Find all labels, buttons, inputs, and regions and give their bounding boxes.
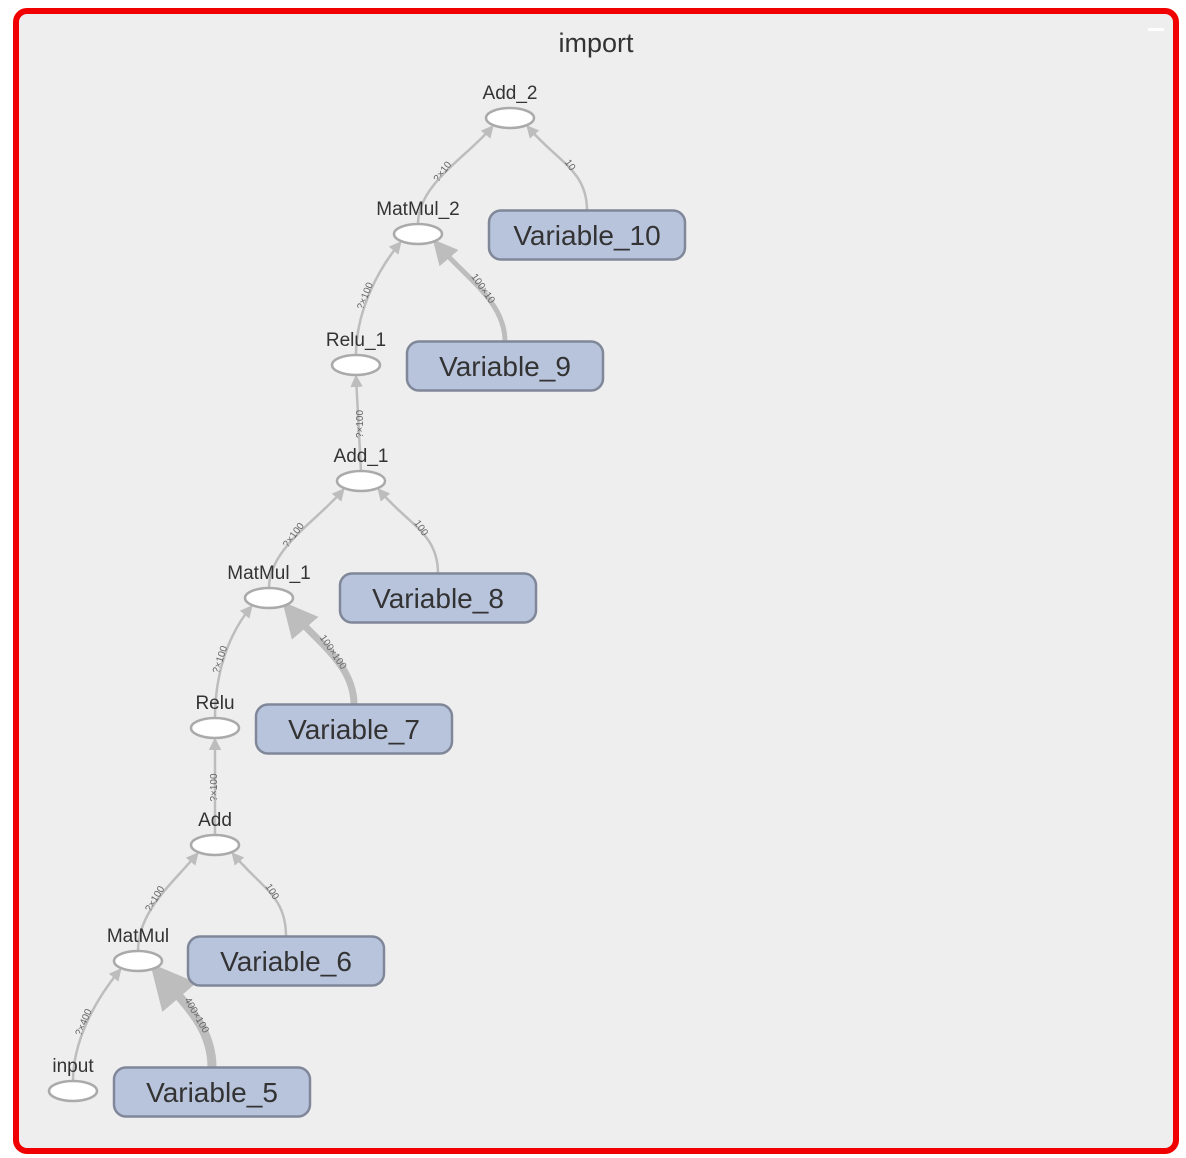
edge-label: ?×100 — [143, 884, 167, 914]
minus-icon[interactable] — [1148, 28, 1164, 31]
edge-variable_7-to-matmul_1[interactable] — [282, 601, 358, 705]
edge-variable_5-to-matmul[interactable] — [150, 963, 217, 1068]
variable-node-shape[interactable] — [487, 209, 687, 261]
edge-label: ?×100 — [281, 521, 307, 550]
edge-variable_6-to-add[interactable] — [231, 852, 288, 937]
node-matmul[interactable]: MatMul — [107, 926, 169, 973]
edge-label: ?×10 — [432, 159, 455, 184]
op-node-label: MatMul_1 — [227, 563, 310, 584]
op-node-shape[interactable] — [484, 106, 536, 130]
op-node-shape[interactable] — [330, 353, 382, 377]
node-input[interactable]: input — [47, 1056, 99, 1103]
edge-variable_10-to-add_2[interactable] — [526, 125, 589, 211]
op-node-shape[interactable] — [392, 222, 444, 246]
op-node-label: input — [52, 1056, 94, 1077]
op-node-label: Add_1 — [334, 446, 389, 467]
edge-label: 100 — [262, 882, 281, 902]
edge-label: 100×100 — [317, 633, 349, 672]
node-variable-10[interactable]: Variable_10 — [487, 209, 687, 261]
node-relu[interactable]: Relu — [189, 693, 241, 740]
edge-label: ?×100 — [209, 773, 220, 802]
edge-label: 100×10 — [468, 272, 497, 306]
edge-label: ?×100 — [211, 644, 230, 675]
op-node-label: Add — [198, 810, 232, 831]
edge-relu-to-matmul_1[interactable] — [213, 605, 253, 719]
op-node-label: Add_2 — [483, 83, 538, 104]
node-add[interactable]: Add — [189, 810, 241, 857]
edge-variable_9-to-matmul_2[interactable] — [432, 239, 508, 342]
op-node-shape[interactable] — [189, 833, 241, 857]
variable-node-label: Variable_6 — [220, 946, 352, 977]
edge-input-to-matmul[interactable] — [71, 968, 122, 1082]
edge-label: 400×100 — [182, 996, 211, 1036]
op-node-shape[interactable] — [335, 469, 387, 493]
variable-node-shape[interactable] — [112, 1066, 312, 1118]
variable-node-shape[interactable] — [186, 935, 386, 987]
edge-label: 100 — [411, 518, 430, 538]
edge-label: ?×400 — [74, 1007, 95, 1038]
variable-node-label: Variable_5 — [146, 1077, 278, 1108]
nodes-layer: Add_2MatMul_2Variable_10Relu_1Variable_9… — [47, 83, 687, 1118]
node-matmul-1[interactable]: MatMul_1 — [227, 563, 311, 610]
variable-node-shape[interactable] — [254, 703, 454, 755]
op-node-shape[interactable] — [112, 949, 164, 973]
edge-label: 10 — [562, 158, 578, 174]
node-variable-6[interactable]: Variable_6 — [186, 935, 386, 987]
op-node-shape[interactable] — [47, 1079, 99, 1103]
variable-node-label: Variable_10 — [513, 220, 660, 251]
op-node-label: MatMul — [107, 926, 169, 947]
variable-node-label: Variable_8 — [372, 583, 504, 614]
node-variable-5[interactable]: Variable_5 — [112, 1066, 312, 1118]
edge-matmul_1-to-add_1[interactable] — [267, 488, 345, 589]
op-node-label: Relu_1 — [326, 330, 386, 351]
op-node-label: MatMul_2 — [376, 199, 459, 220]
node-relu-1[interactable]: Relu_1 — [326, 330, 386, 377]
edge-matmul_2-to-add_2[interactable] — [416, 125, 494, 225]
node-add-1[interactable]: Add_1 — [334, 446, 389, 493]
op-node-label: Relu — [195, 693, 234, 714]
edge-add_1-to-relu_1[interactable] — [350, 374, 363, 472]
node-add-2[interactable]: Add_2 — [483, 83, 538, 130]
collapse-button[interactable] — [1148, 28, 1164, 31]
node-variable-8[interactable]: Variable_8 — [338, 572, 538, 624]
variable-node-label: Variable_7 — [288, 714, 420, 745]
op-node-shape[interactable] — [243, 586, 295, 610]
edge-relu_1-to-matmul_2[interactable] — [354, 241, 402, 356]
node-variable-9[interactable]: Variable_9 — [405, 340, 605, 392]
node-variable-7[interactable]: Variable_7 — [254, 703, 454, 755]
edge-label: ?×100 — [355, 281, 376, 312]
node-matmul-2[interactable]: MatMul_2 — [376, 199, 460, 246]
edge-variable_8-to-add_1[interactable] — [377, 488, 440, 574]
variable-node-label: Variable_9 — [439, 351, 571, 382]
variable-node-shape[interactable] — [405, 340, 605, 392]
variable-node-shape[interactable] — [338, 572, 538, 624]
group-title: import — [558, 28, 634, 58]
edge-matmul-to-add[interactable] — [136, 852, 199, 952]
edge-label: ?×100 — [355, 410, 366, 439]
op-node-shape[interactable] — [189, 716, 241, 740]
